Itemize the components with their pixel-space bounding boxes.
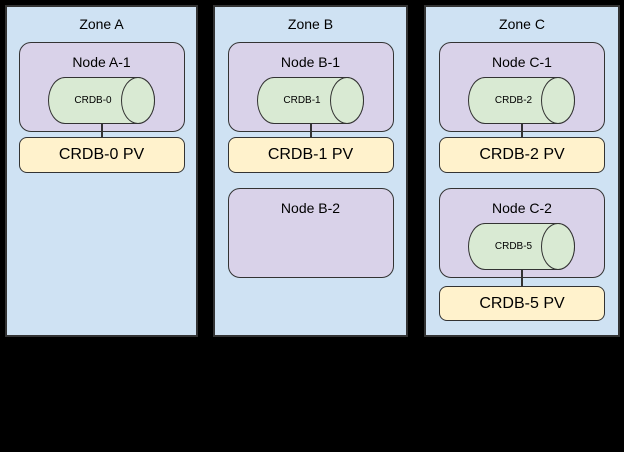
zone-c-label: Zone C xyxy=(499,16,545,32)
cylinder-cap xyxy=(541,77,575,124)
crdb-1-cylinder: CRDB-1 xyxy=(256,77,364,124)
node-b1: Node B-1 CRDB-1 xyxy=(227,42,394,132)
crdb-2-cylinder: CRDB-2 xyxy=(468,77,575,124)
connector-line xyxy=(100,124,103,137)
cylinder-cap xyxy=(541,223,575,270)
crdb-0-cylinder: CRDB-0 xyxy=(47,77,155,124)
cylinder-cap xyxy=(120,77,155,124)
zone-b-label: Zone B xyxy=(287,16,334,32)
crdb-2-pv: CRDB-2 PV xyxy=(439,137,605,173)
crdb-0-pv: CRDB-0 PV xyxy=(18,137,185,173)
crdb-5-label: CRDB-5 xyxy=(494,241,533,252)
node-b2-label: Node B-2 xyxy=(280,200,341,216)
cylinder-cap xyxy=(329,77,364,124)
zone-c: Zone C Node C-1 CRDB-2 CRDB-2 PV Node C-… xyxy=(424,5,620,337)
crdb-0-label: CRDB-0 xyxy=(74,95,112,106)
node-c1-label: Node C-1 xyxy=(492,54,552,70)
zone-b: Zone B Node B-1 CRDB-1 CRDB-1 PV Node B-… xyxy=(213,5,408,337)
crdb-2-label: CRDB-2 xyxy=(494,95,533,106)
connector-line xyxy=(521,124,523,137)
node-c2-label: Node C-2 xyxy=(492,200,552,216)
node-b1-label: Node B-1 xyxy=(280,54,341,70)
node-c2: Node C-2 CRDB-5 xyxy=(439,188,605,278)
connector-line xyxy=(309,124,312,137)
crdb-1-pv: CRDB-1 PV xyxy=(227,137,394,173)
zone-a-label: Zone A xyxy=(79,16,124,32)
node-c1: Node C-1 CRDB-2 xyxy=(439,42,605,132)
zone-a: Zone A Node A-1 CRDB-0 CRDB-0 PV xyxy=(5,5,198,337)
node-b2: Node B-2 xyxy=(227,188,394,278)
node-a1: Node A-1 CRDB-0 xyxy=(18,42,185,132)
crdb-1-label: CRDB-1 xyxy=(283,95,321,106)
node-a1-label: Node A-1 xyxy=(72,54,131,70)
crdb-5-pv: CRDB-5 PV xyxy=(439,286,605,321)
connector-line xyxy=(521,270,523,286)
crdb-5-cylinder: CRDB-5 xyxy=(468,223,575,270)
